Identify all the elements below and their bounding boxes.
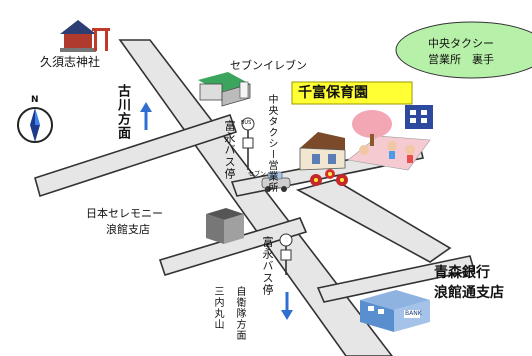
side-street-right bbox=[295, 179, 452, 263]
bank-sign-label: BANK bbox=[405, 310, 422, 317]
nursery-label-box bbox=[291, 81, 413, 105]
taxi-car-icon bbox=[261, 171, 291, 192]
lower-right-road bbox=[316, 255, 476, 303]
convenience-store-icon bbox=[198, 72, 251, 107]
bus-stop-lower-label: 富永バス停 bbox=[261, 236, 274, 296]
seven-eleven-label: セブンイレブン bbox=[230, 59, 307, 72]
ceremony-label-line2: 浪館支店 bbox=[106, 223, 150, 236]
ceremony-label-line1: 日本セレモニー bbox=[86, 207, 163, 220]
bus-stop-sign-upper-icon bbox=[241, 117, 255, 170]
jsdf-direction-label: 自衛隊方面 bbox=[234, 286, 245, 341]
taxi-back-label-line2: 営業所 裏手 bbox=[428, 53, 494, 66]
ceremony-hall-building-icon bbox=[206, 208, 244, 244]
shrine-label: 久須志神社 bbox=[40, 55, 101, 69]
torii-shrine-icon bbox=[60, 20, 110, 52]
upper-cross-road bbox=[34, 113, 238, 198]
flower-bed-icon bbox=[310, 169, 348, 186]
compass-icon bbox=[17, 107, 53, 143]
bus-stop-upper-label: 富永バス停 bbox=[223, 120, 236, 180]
bank-label-line2: 浪館通支店 bbox=[434, 285, 504, 301]
bus-stop-sign-lower-icon bbox=[279, 233, 293, 275]
sannai-direction-label: 三内丸山 bbox=[212, 286, 223, 330]
furukawa-direction-label: 古川方面 bbox=[115, 84, 130, 140]
seven-sign-label: セブン bbox=[248, 171, 267, 178]
main-diagonal-road bbox=[118, 39, 394, 356]
taxi-back-bubble bbox=[395, 21, 532, 79]
arrow-up-icon bbox=[140, 102, 152, 130]
bus-sign-label: BUS bbox=[241, 120, 252, 126]
bank-label-line1: 青森銀行 bbox=[434, 265, 490, 281]
taxi-back-label-line1: 中央タクシー bbox=[428, 37, 494, 50]
nursery-playground-icon bbox=[347, 110, 431, 171]
lower-cross-road bbox=[158, 217, 308, 276]
nursery-school-building-icon bbox=[405, 105, 433, 129]
taxi-office-label: 中央タクシー営業所 bbox=[266, 94, 277, 193]
compass-north-label: N bbox=[31, 95, 39, 105]
arrow-down-icon bbox=[281, 292, 293, 320]
bank-building-icon bbox=[360, 290, 430, 332]
taxi-office-house-icon bbox=[299, 132, 346, 171]
nursery-label: 千富保育園 bbox=[298, 85, 368, 101]
